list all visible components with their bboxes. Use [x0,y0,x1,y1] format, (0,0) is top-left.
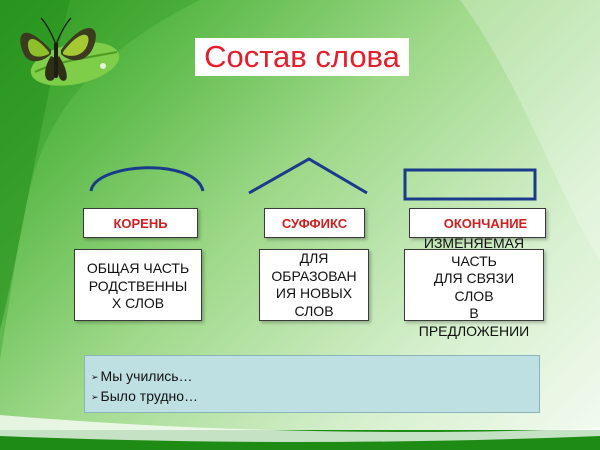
description-line: В [469,305,479,321]
label-ending: ОКОНЧАНИЕ [409,208,546,238]
note-bullet: ➢Мы учились… [91,367,539,387]
slide-title: Состав слова [195,38,409,76]
description-ending: ИЗМЕНЯЕМАЯ ЧАСТЬ ДЛЯ СВЯЗИ СЛОВ В ПРЕДЛО… [404,235,544,339]
note-text: Было трудно… [100,388,199,404]
description-line: ОБРАЗОВАН [271,267,357,284]
notes-box: ➢Мы учились… ➢Было трудно… [84,355,540,413]
description-line: ДЛЯ СВЯЗИ [433,270,515,286]
description-line: ЧАСТЬ [451,252,497,269]
description-suffix: ДЛЯ ОБРАЗОВАН ИЯ НОВЫХ СЛОВ [259,249,369,321]
description-line: РОДСТВЕННЫ [88,277,188,294]
note-text: Мы учились… [100,368,193,384]
description-line: СЛОВ [454,287,494,304]
description-line: ИЯ НОВЫХ [275,285,353,301]
arc-root-symbol-icon [89,166,205,192]
arrow-bullet-icon: ➢ [91,392,99,402]
description-root: ОБЩАЯ ЧАСТЬ РОДСТВЕННЫ Х СЛОВ [74,249,202,321]
arrow-bullet-icon: ➢ [91,372,99,382]
caret-suffix-symbol-icon [248,157,368,195]
description-line: ДЛЯ [299,250,329,266]
description-line: ИЗМЕНЯЕМАЯ [423,235,525,251]
label-suffix: СУФФИКС [264,208,365,238]
description-line: СЛОВ [294,302,334,319]
butterfly-leaf-image [20,17,120,86]
note-bullet: ➢Было трудно… [91,387,539,407]
description-line: ПРЕДЛОЖЕНИИ [418,322,530,339]
description-line: ОБЩАЯ ЧАСТЬ [86,260,190,276]
box-ending-symbol-icon [403,168,537,201]
description-line: Х СЛОВ [111,295,165,311]
label-root: КОРЕНЬ [83,208,198,238]
